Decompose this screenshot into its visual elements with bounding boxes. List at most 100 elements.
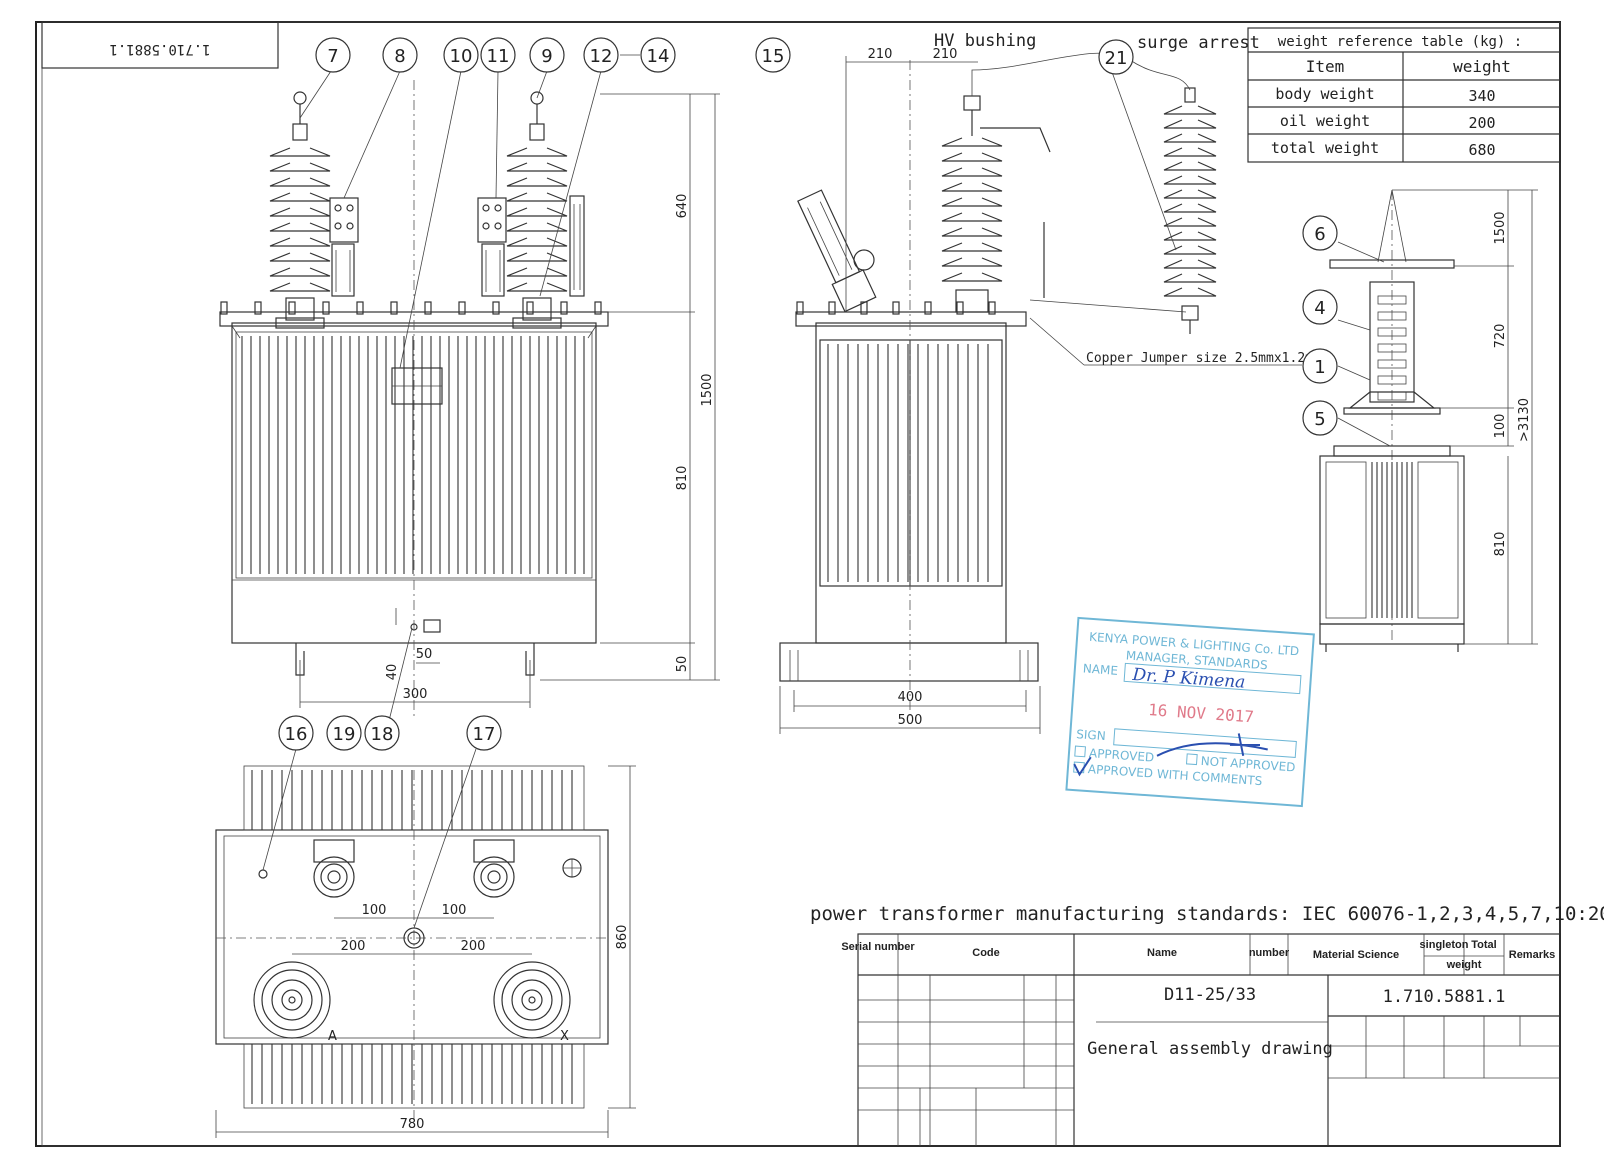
tb-total: Total bbox=[1471, 939, 1496, 951]
balloon-10: 10 bbox=[450, 46, 473, 67]
front-cover-bolts bbox=[220, 301, 602, 315]
side-cover-bolts bbox=[796, 301, 996, 315]
dim-front-640: 640 bbox=[675, 194, 690, 219]
side-base-frame bbox=[779, 642, 1039, 682]
end-cooling-fins bbox=[1325, 461, 1459, 619]
tb-drawing-title: General assembly drawing bbox=[1087, 1039, 1333, 1059]
tb-material: Material Science bbox=[1313, 949, 1399, 961]
weight-table: weight reference table (kg) : Item weigh… bbox=[1247, 27, 1561, 163]
front-bracket-11 bbox=[477, 197, 507, 297]
tb-serial: Serial number bbox=[841, 941, 915, 953]
dim-side-210b: 210 bbox=[933, 47, 958, 62]
sheet-inner-border bbox=[41, 21, 1561, 1147]
tb-weight: weight bbox=[1446, 959, 1482, 971]
plan-cover bbox=[215, 829, 609, 1045]
dim-front-810: 810 bbox=[675, 466, 690, 491]
title-block: Serial number Code Name number Material … bbox=[841, 933, 1561, 1147]
weight-row-value: 680 bbox=[1468, 141, 1495, 159]
stamp-name-label: NAME bbox=[1082, 661, 1118, 677]
tb-name: Name bbox=[1147, 947, 1177, 959]
label-copper-jumper: Copper Jumper size 2.5mmx1.2mm bbox=[1086, 351, 1321, 366]
sheet-outer-border bbox=[35, 21, 1561, 1147]
tb-number: number bbox=[1249, 947, 1290, 959]
plan-hv-bushing-A bbox=[253, 961, 331, 1039]
dim-plan-860: 860 bbox=[615, 925, 630, 950]
tb-singleton: singleton bbox=[1420, 939, 1469, 951]
dim-front-40: 40 bbox=[385, 664, 400, 681]
dim-front-50: 50 bbox=[675, 656, 690, 673]
balloon-1: 1 bbox=[1314, 357, 1325, 378]
plan-label-A: A bbox=[328, 1029, 337, 1044]
dim-end-3130: >3130 bbox=[1517, 398, 1532, 442]
dim-plan-100b: 100 bbox=[442, 903, 467, 918]
balloon-15: 15 bbox=[762, 46, 785, 67]
balloon-7: 7 bbox=[327, 46, 338, 67]
front-oil-gauge bbox=[569, 195, 585, 297]
tb-drawing-no: 1.710.5881.1 bbox=[1383, 987, 1506, 1007]
plan-fins-top bbox=[243, 765, 585, 831]
dim-end-100: 100 bbox=[1493, 414, 1508, 439]
weight-row-item: oil weight bbox=[1280, 112, 1370, 130]
weight-row-item: total weight bbox=[1271, 139, 1379, 157]
surge-arrester bbox=[1163, 87, 1217, 334]
front-bracket-8 bbox=[329, 197, 359, 297]
balloon-19: 19 bbox=[333, 724, 356, 745]
front-hv-bushing-left bbox=[269, 91, 331, 329]
dim-plan-200a: 200 bbox=[341, 939, 366, 954]
tb-remarks: Remarks bbox=[1509, 949, 1555, 961]
weight-table-col-weight: weight bbox=[1453, 57, 1511, 76]
plan-label-X: X bbox=[560, 1029, 569, 1044]
dim-front-300: 300 bbox=[403, 687, 428, 702]
weight-table-col-item: Item bbox=[1306, 57, 1345, 76]
plan-view: A X 100 100 200 200 860 780 16 19 18 17 bbox=[215, 627, 636, 1138]
balloon-12: 12 bbox=[590, 46, 613, 67]
balloon-14: 14 bbox=[647, 46, 670, 67]
dim-side-500: 500 bbox=[898, 713, 923, 728]
drawing-code-box bbox=[41, 21, 279, 69]
side-lv-bushing bbox=[797, 189, 877, 313]
balloon-4: 4 bbox=[1314, 298, 1325, 319]
tb-code: Code bbox=[972, 947, 1000, 959]
weight-row-value: 200 bbox=[1468, 114, 1495, 132]
drawing-code-rotated: 1.710.5881.1 bbox=[109, 41, 210, 57]
side-view: 210 210 400 500 HV bushing surge arrest … bbox=[779, 31, 1321, 734]
standards-line: power transformer manufacturing standard… bbox=[810, 903, 1604, 925]
end-view: 1500 720 100 >3130 810 6 4 1 5 bbox=[1302, 189, 1538, 652]
balloon-21: 21 bbox=[1105, 48, 1128, 69]
front-balloons: 7 8 10 11 9 12 14 15 bbox=[299, 37, 791, 369]
balloon-9: 9 bbox=[541, 46, 552, 67]
front-hv-bushing-right bbox=[506, 91, 568, 329]
stamp-sign-label: SIGN bbox=[1076, 727, 1106, 743]
balloon-5: 5 bbox=[1314, 409, 1325, 430]
front-view: 640 1500 810 50 300 40 50 bbox=[219, 80, 720, 720]
label-hv-bushing: HV bushing bbox=[934, 31, 1036, 51]
dim-front-50b: 50 bbox=[416, 647, 433, 662]
plan-lv-bushing-1 bbox=[313, 839, 355, 898]
stamp-approved: APPROVED bbox=[1089, 746, 1155, 765]
dim-end-810: 810 bbox=[1493, 532, 1508, 557]
end-core-coil bbox=[1369, 281, 1415, 403]
approval-stamp: KENYA POWER & LIGHTING Co. LTD MANAGER, … bbox=[1065, 616, 1315, 808]
weight-table-title: weight reference table (kg) : bbox=[1278, 34, 1522, 50]
dim-side-210a: 210 bbox=[868, 47, 893, 62]
dim-end-720: 720 bbox=[1493, 324, 1508, 349]
stamp-not-approved: NOT APPROVED bbox=[1200, 754, 1296, 775]
plan-hv-bushing-X bbox=[493, 961, 571, 1039]
balloon-8: 8 bbox=[394, 46, 405, 67]
tb-model: D11-25/33 bbox=[1164, 985, 1256, 1005]
weight-row-value: 340 bbox=[1468, 87, 1495, 105]
plan-lv-bushing-2 bbox=[473, 839, 515, 898]
dim-side-400: 400 bbox=[898, 690, 923, 705]
side-hv-bushing bbox=[941, 95, 1051, 313]
side-cooling-fins bbox=[827, 340, 989, 586]
balloon-11: 11 bbox=[487, 46, 510, 67]
front-cooling-fins bbox=[235, 331, 593, 579]
weight-row-item: body weight bbox=[1275, 85, 1374, 103]
dim-plan-200b: 200 bbox=[461, 939, 486, 954]
label-surge-arrester: surge arrest bbox=[1137, 33, 1260, 53]
dim-plan-780: 780 bbox=[400, 1117, 425, 1132]
dim-front-1500: 1500 bbox=[700, 373, 715, 406]
balloon-6: 6 bbox=[1314, 224, 1325, 245]
dim-plan-100a: 100 bbox=[362, 903, 387, 918]
